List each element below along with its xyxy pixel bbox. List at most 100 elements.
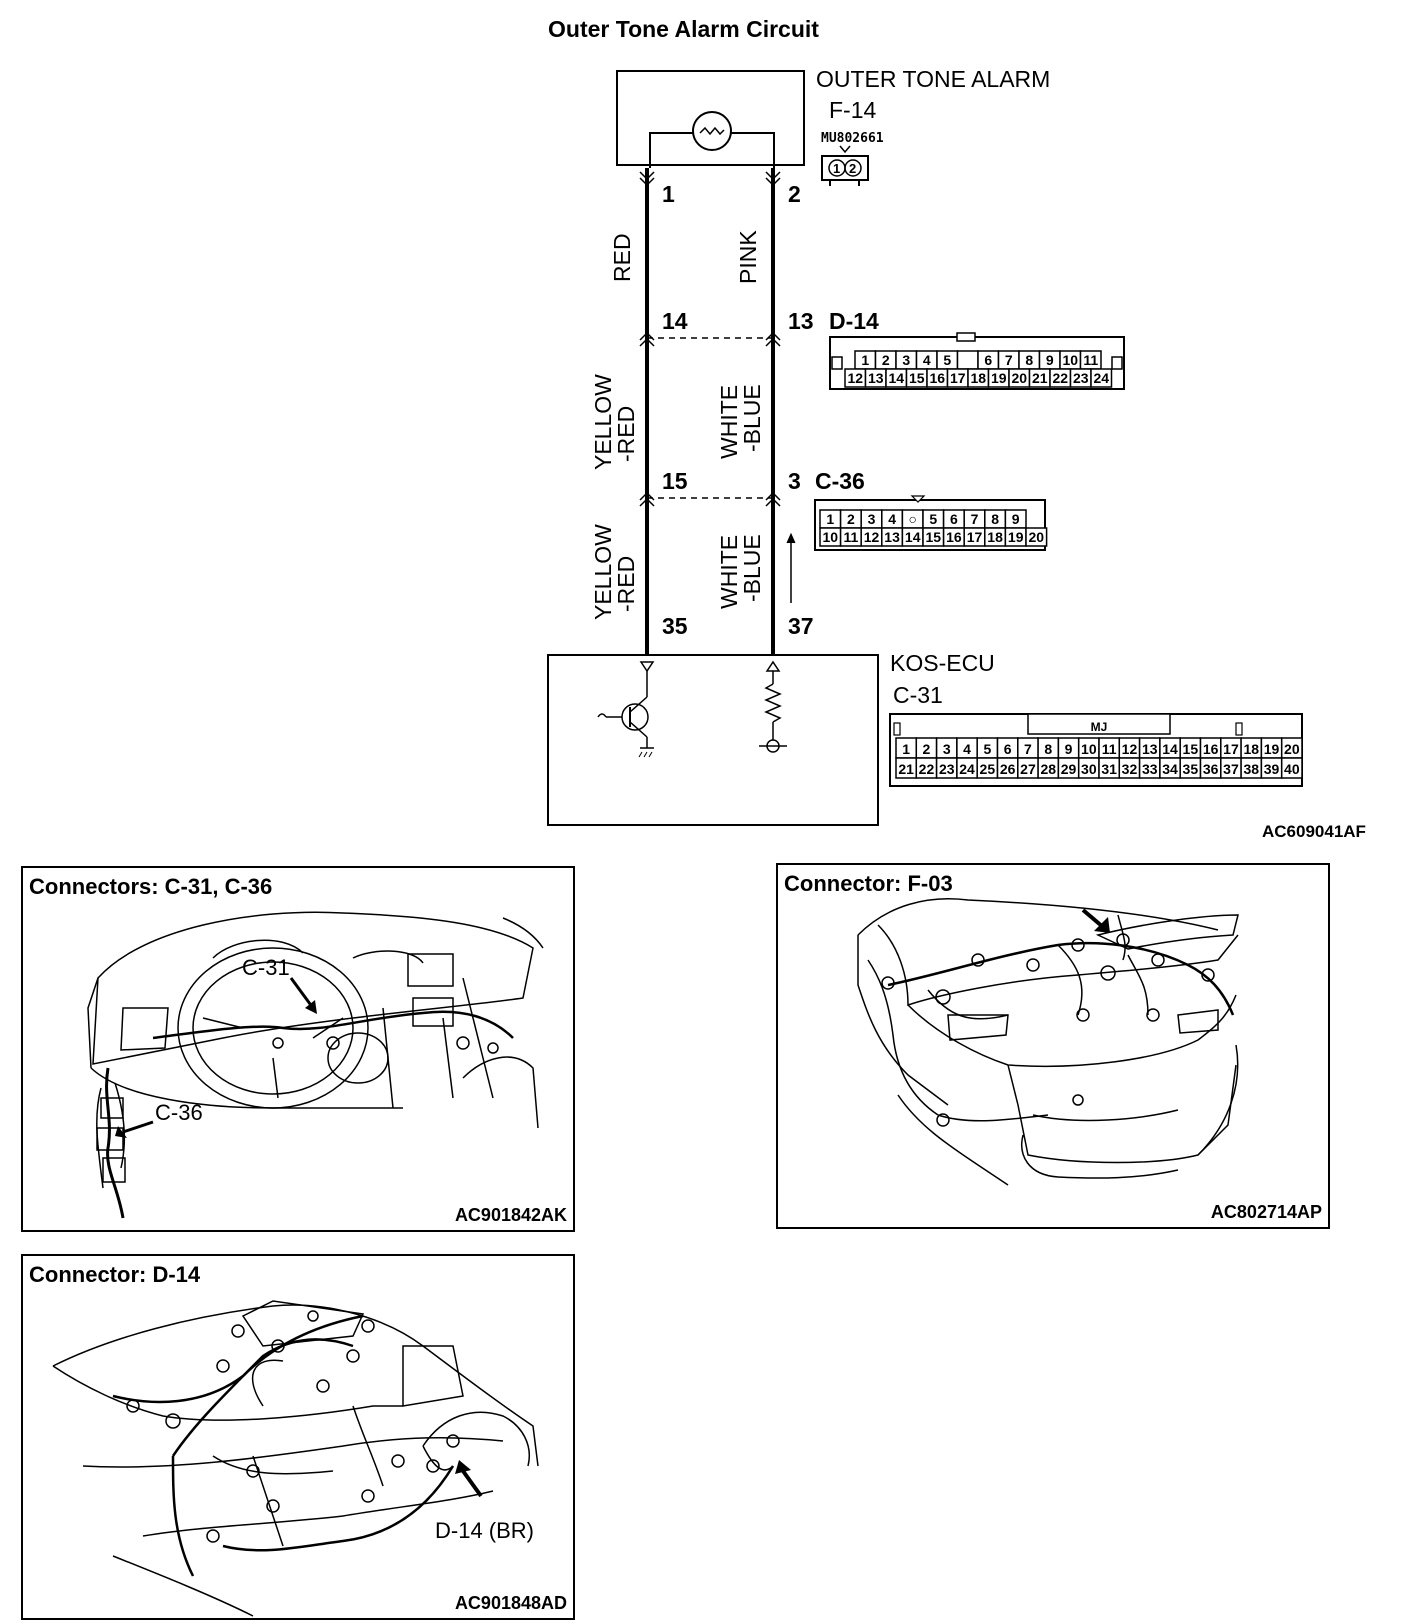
d14-cell: 4 [915, 350, 938, 370]
d14-cell: 9 [1038, 350, 1061, 370]
c31-cell: 3 [935, 737, 958, 759]
svg-text:16: 16 [946, 529, 962, 545]
c36-cell: 18 [984, 527, 1007, 547]
panel-title-f03: Connector: F-03 [784, 871, 953, 896]
svg-text:11: 11 [843, 529, 858, 545]
svg-text:12: 12 [864, 529, 880, 545]
svg-text:6: 6 [984, 352, 992, 368]
svg-text:3: 3 [868, 511, 876, 527]
d14-cell: 1 [854, 350, 877, 370]
wire-color-yellow-red-2a: YELLOW [590, 524, 616, 620]
c36-cell: 20 [1025, 527, 1048, 547]
pin-2: 2 [788, 181, 801, 207]
d14-pointer-arrow-icon [455, 1460, 471, 1474]
c31-cell: 9 [1057, 737, 1080, 759]
c36-cell: 16 [942, 527, 965, 547]
c31-cell: 38 [1240, 757, 1263, 779]
c36-cell: 15 [922, 527, 945, 547]
circuit-diagram: Outer Tone Alarm Circuit OUTER TONE ALAR… [547, 16, 1366, 840]
c31-cell: 33 [1138, 757, 1161, 779]
svg-text:10: 10 [823, 529, 839, 545]
svg-text:2: 2 [849, 161, 856, 176]
alarm-part-number: MU802661 [821, 131, 884, 146]
c36-cell: 14 [901, 527, 924, 547]
c31-cell: 32 [1118, 757, 1141, 779]
svg-text:21: 21 [898, 761, 914, 777]
c36-cell: 4 [881, 509, 904, 529]
wire-color-yellow-red-2b: -RED [613, 556, 639, 612]
svg-text:18: 18 [987, 529, 1003, 545]
c36-cell: ○ [901, 509, 924, 529]
svg-text:7: 7 [1024, 741, 1032, 757]
svg-text:13: 13 [868, 370, 884, 386]
d14-connector-id: D-14 [829, 308, 879, 334]
c31-cell: 17 [1220, 737, 1242, 759]
ecu-connector-id: C-31 [893, 682, 943, 708]
svg-text:22: 22 [919, 761, 935, 777]
d14-cell: 17 [946, 368, 969, 388]
svg-text:16: 16 [1203, 741, 1219, 757]
d14-cell [956, 350, 979, 370]
svg-text:6: 6 [950, 511, 958, 527]
d14-cell: 14 [885, 368, 908, 388]
d14-cell: 22 [1049, 368, 1072, 388]
svg-text:19: 19 [991, 370, 1007, 386]
svg-text:8: 8 [1044, 741, 1052, 757]
svg-text:19: 19 [1008, 529, 1024, 545]
svg-text:9: 9 [1065, 741, 1073, 757]
svg-text:4: 4 [888, 511, 896, 527]
outer-tone-alarm-box [616, 70, 805, 166]
svg-text:6: 6 [1004, 741, 1012, 757]
d14-cell: 11 [1079, 350, 1102, 370]
svg-text:5: 5 [929, 511, 937, 527]
pin-37: 37 [788, 613, 814, 639]
pin-3: 3 [788, 468, 801, 494]
rear-trunk-illustration [857, 898, 1239, 1186]
panel-connector-d14: D-14 (BR) Connector: D-14 AC901848AD [21, 1254, 575, 1620]
svg-text:○: ○ [908, 511, 916, 527]
c36-cell: 19 [1004, 527, 1027, 547]
d14-cell: 23 [1069, 368, 1092, 388]
svg-text:2: 2 [882, 352, 890, 368]
c31-cell: 37 [1220, 757, 1242, 779]
svg-text:22: 22 [1052, 370, 1068, 386]
panel-title-c31-c36: Connectors: C-31, C-36 [29, 874, 273, 899]
vehicle-interior-illustration: D-14 (BR) [52, 1300, 539, 1617]
svg-text:17: 17 [967, 529, 983, 545]
c31-tag: MJ [1091, 720, 1108, 734]
d14-cell: 13 [864, 368, 887, 388]
c36-cell: 2 [839, 509, 862, 529]
d14-cell: 3 [895, 350, 918, 370]
svg-text:27: 27 [1020, 761, 1036, 777]
svg-text:7: 7 [971, 511, 979, 527]
c36-cell: 11 [839, 527, 862, 547]
svg-text:9: 9 [1046, 352, 1054, 368]
svg-text:16: 16 [929, 370, 945, 386]
c36-cell: 6 [942, 509, 965, 529]
c31-cell: 21 [895, 757, 918, 779]
f14-connector-icon: 1 2 [821, 145, 869, 186]
svg-text:14: 14 [888, 370, 904, 386]
c36-cell: 13 [881, 527, 904, 547]
svg-text:7: 7 [1005, 352, 1013, 368]
svg-text:15: 15 [909, 370, 925, 386]
svg-text:26: 26 [1000, 761, 1016, 777]
pin-35: 35 [662, 613, 688, 639]
c31-pointer-arrow-icon [305, 1000, 317, 1014]
c31-cell: 30 [1077, 757, 1100, 779]
c36-cell: 7 [963, 509, 986, 529]
c31-cell: 40 [1280, 757, 1303, 779]
d14-cell: 10 [1059, 350, 1082, 370]
c31-cell: 27 [1017, 757, 1039, 779]
svg-text:31: 31 [1101, 761, 1117, 777]
svg-text:14: 14 [1162, 741, 1178, 757]
svg-text:36: 36 [1203, 761, 1219, 777]
wire-color-white-blue-1b: -BLUE [739, 384, 765, 452]
wire-color-pink: PINK [735, 230, 761, 284]
svg-text:10: 10 [1062, 352, 1078, 368]
wire-color-red: RED [609, 233, 635, 282]
c36-cell: 1 [819, 509, 842, 529]
svg-text:3: 3 [943, 741, 951, 757]
